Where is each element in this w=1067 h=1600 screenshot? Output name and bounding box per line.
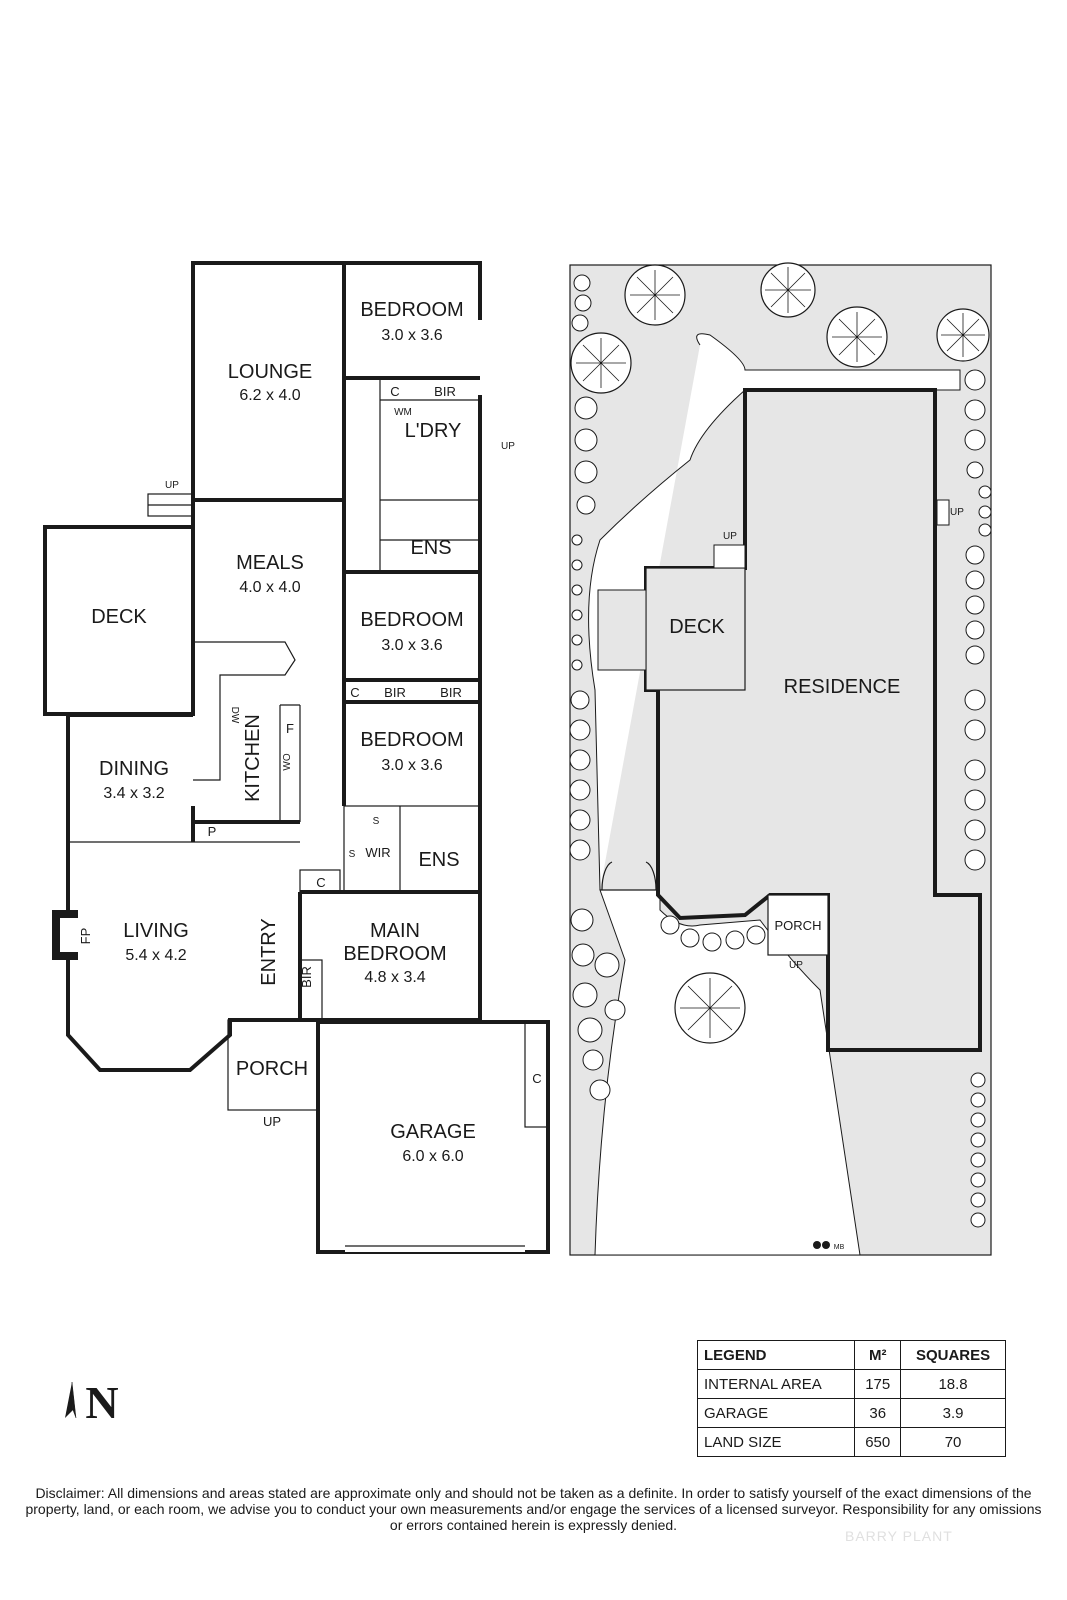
legend-row-m2: 36	[854, 1398, 902, 1428]
legend-header-squares: SQUARES	[900, 1340, 1006, 1370]
disclaimer-text: Disclaimer: All dimensions and areas sta…	[25, 1485, 1042, 1533]
north-compass: N	[62, 1377, 132, 1435]
legend-row-squares: 3.9	[900, 1398, 1006, 1428]
legend-row-label: GARAGE	[696, 1398, 856, 1428]
bedroom2-dim: 3.0 x 3.6	[381, 637, 442, 654]
site-up-label-side: UP	[950, 507, 964, 518]
site-up-label-deck: UP	[723, 531, 737, 542]
garage-label: GARAGE	[390, 1121, 476, 1143]
c-label-3: C	[316, 875, 325, 890]
legend-header-label: LEGEND	[696, 1340, 856, 1370]
bedroom3-label: BEDROOM	[360, 729, 463, 751]
up-label-deck: UP	[165, 480, 179, 491]
bir-label-4: BIR	[299, 966, 314, 988]
porch-label: PORCH	[236, 1058, 308, 1080]
lounge-label: LOUNGE	[228, 361, 312, 383]
s-label-2: S	[349, 849, 356, 860]
f-label: F	[286, 721, 294, 736]
meals-label: MEALS	[236, 552, 304, 574]
wm-label: WM	[394, 407, 412, 418]
bir-label-3: BIR	[440, 685, 462, 700]
living-dim: 5.4 x 4.2	[125, 947, 186, 964]
bedroom1-label: BEDROOM	[360, 299, 463, 321]
site-up-label-porch: UP	[789, 960, 803, 971]
ensuite2-label: ENS	[418, 849, 459, 871]
dining-label: DINING	[99, 758, 169, 780]
lounge-dim: 6.2 x 4.0	[239, 387, 300, 404]
legend-table: LEGEND M² SQUARES INTERNAL AREA 175 18.8…	[696, 1340, 1006, 1457]
ensuite1-label: ENS	[410, 537, 451, 559]
up-label-laundry: UP	[501, 441, 515, 452]
site-porch-label: PORCH	[775, 918, 822, 933]
c-label-garage: C	[532, 1071, 541, 1086]
legend-header-row: LEGEND M² SQUARES	[696, 1340, 1006, 1370]
entry-label: ENTRY	[258, 918, 280, 985]
watermark: BARRY PLANT	[845, 1528, 953, 1544]
fp-label: FP	[78, 928, 93, 945]
site-residence-label: RESIDENCE	[784, 676, 901, 698]
main-bedroom-label: MAIN	[370, 920, 420, 942]
laundry-label: L'DRY	[405, 420, 462, 442]
legend-header-m2: M²	[854, 1340, 902, 1370]
legend-row: INTERNAL AREA 175 18.8	[696, 1369, 1006, 1399]
legend-row-label: INTERNAL AREA	[696, 1369, 856, 1399]
legend-row: LAND SIZE 650 70	[696, 1427, 1006, 1457]
deck-label: DECK	[91, 606, 147, 628]
bedroom1-dim: 3.0 x 3.6	[381, 327, 442, 344]
up-label-porch: UP	[263, 1114, 281, 1129]
site-plan: RESIDENCE DECK PORCH UP UP UP MB	[569, 262, 992, 1256]
c-label-2: C	[350, 685, 359, 700]
wo-label: WO	[282, 753, 293, 770]
floor-plan	[43, 261, 550, 1254]
legend-row: GARAGE 36 3.9	[696, 1398, 1006, 1428]
legend-row-squares: 70	[900, 1427, 1006, 1457]
dining-dim: 3.4 x 3.2	[103, 785, 164, 802]
legend-row-label: LAND SIZE	[696, 1427, 856, 1457]
wir-label: WIR	[365, 845, 390, 860]
dw-label: DW	[229, 707, 240, 724]
bedroom3-dim: 3.0 x 3.6	[381, 757, 442, 774]
shrubs	[569, 274, 992, 1228]
garage-dim: 6.0 x 6.0	[402, 1148, 463, 1165]
main-bedroom-dim: 4.8 x 3.4	[364, 969, 425, 986]
legend-row-m2: 175	[854, 1369, 902, 1399]
legend-row-m2: 650	[854, 1427, 902, 1457]
p-label: P	[208, 824, 217, 839]
main-bedroom-label-2: BEDROOM	[343, 943, 446, 965]
bir-label: BIR	[434, 384, 456, 399]
meals-dim: 4.0 x 4.0	[239, 579, 300, 596]
bir-label-2: BIR	[384, 685, 406, 700]
compass-letter: N	[85, 1380, 118, 1428]
site-deck-label: DECK	[669, 616, 725, 638]
c-label: C	[390, 384, 399, 399]
kitchen-label: KITCHEN	[242, 714, 264, 802]
bedroom2-label: BEDROOM	[360, 609, 463, 631]
compass-arrow-icon: N	[65, 1377, 119, 1428]
room-labels: LOUNGE 6.2 x 4.0 BEDROOM 3.0 x 3.6 C BIR…	[78, 299, 542, 1165]
s-label-1: S	[373, 816, 380, 827]
site-mark-label: MB	[834, 1244, 845, 1251]
legend-row-squares: 18.8	[900, 1369, 1006, 1399]
living-label: LIVING	[123, 920, 189, 942]
